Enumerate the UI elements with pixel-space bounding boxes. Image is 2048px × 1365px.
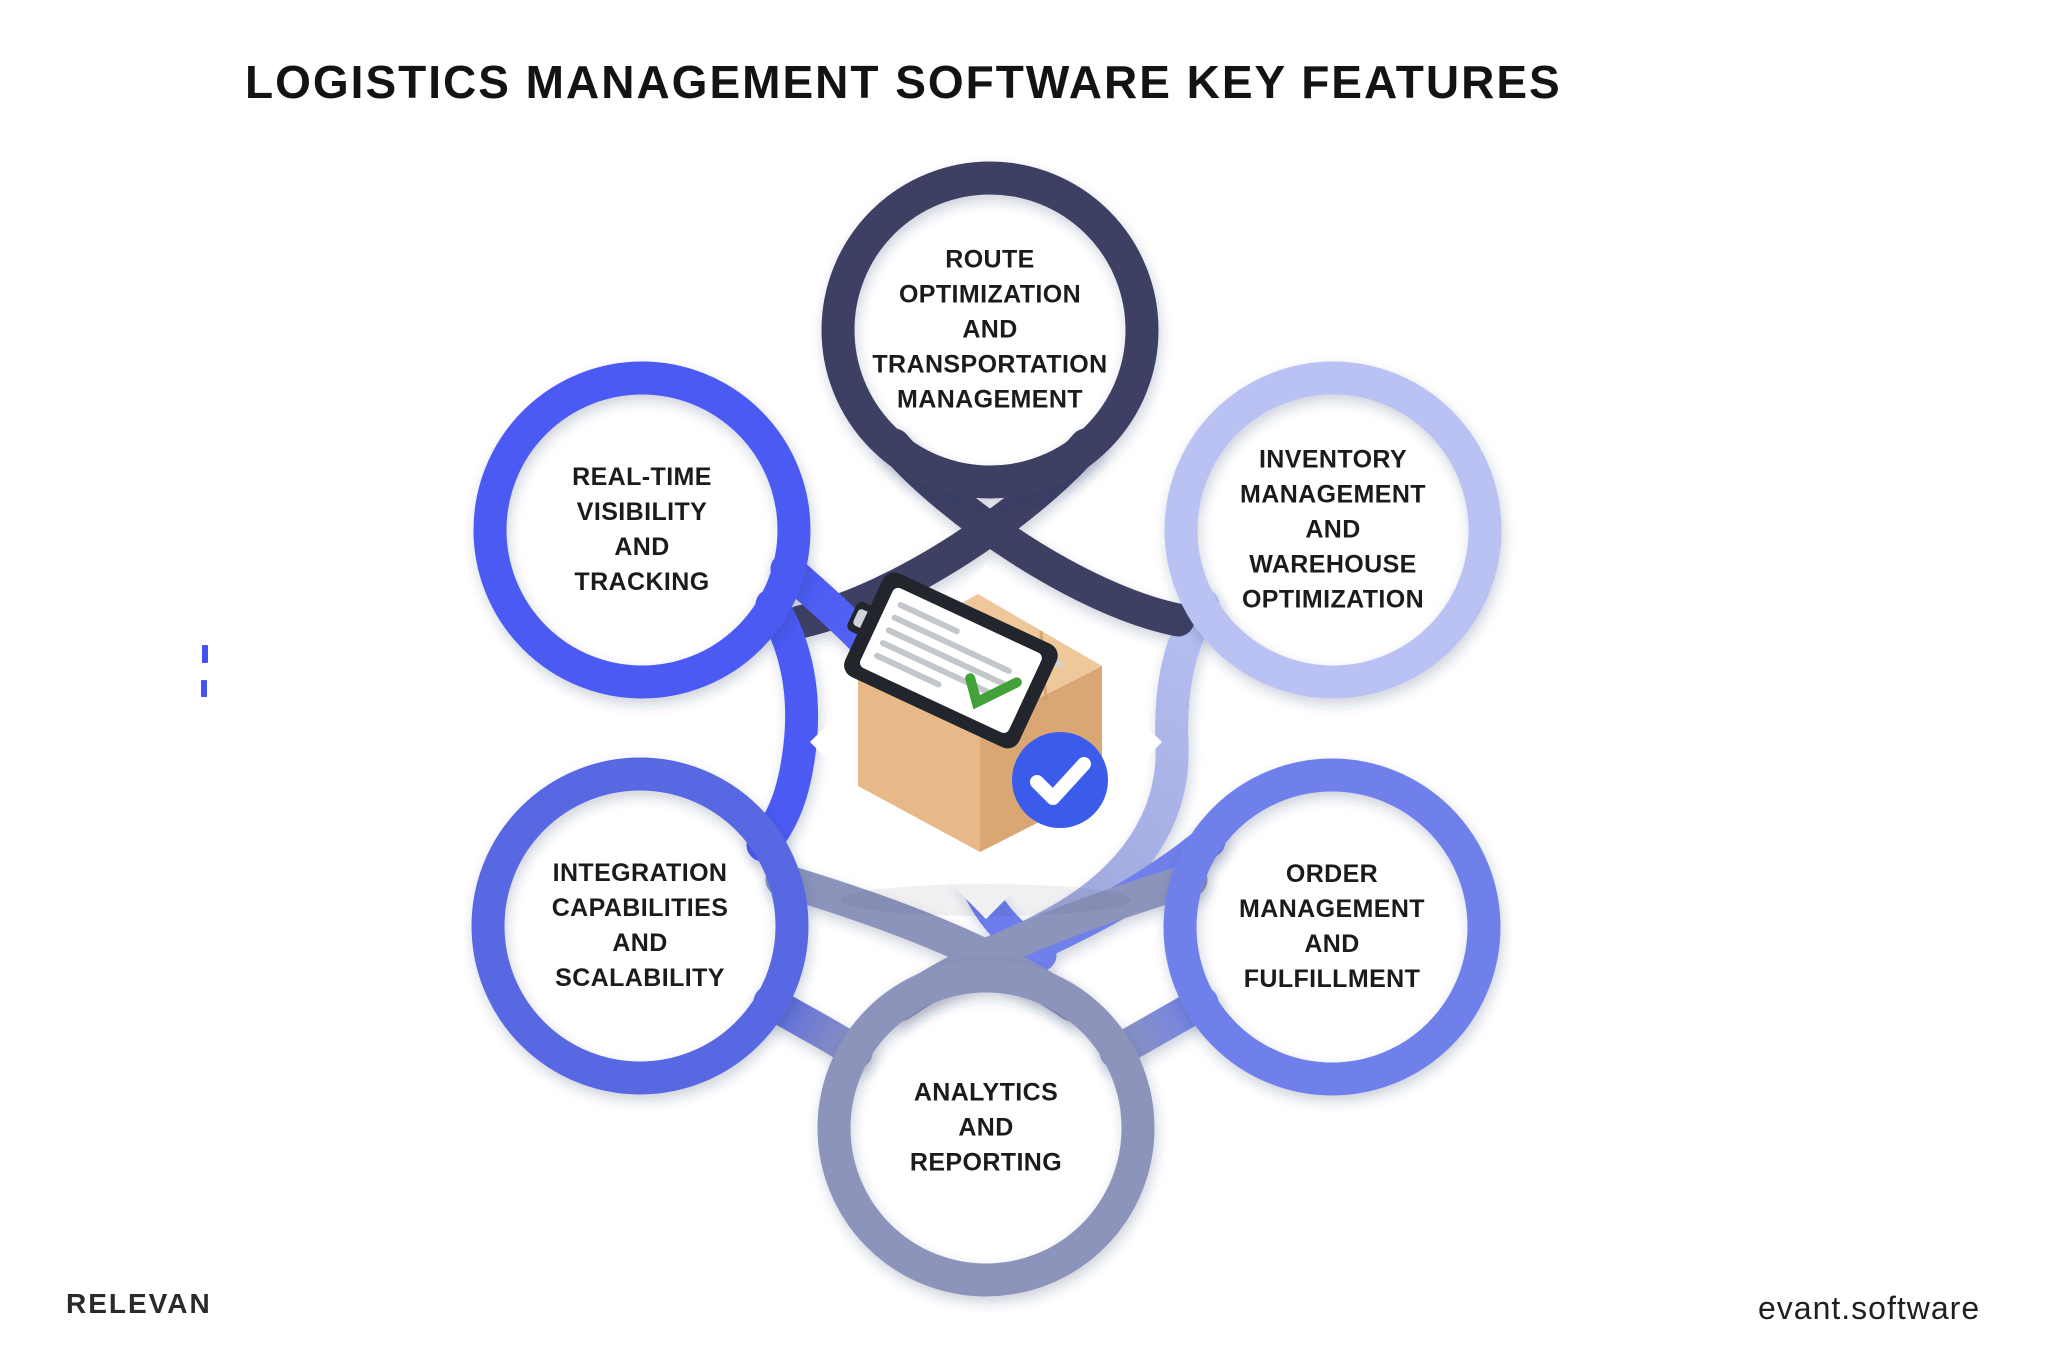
package-box-icon bbox=[841, 572, 1131, 916]
ring-integration bbox=[471, 757, 809, 1095]
green-checkmark-icon bbox=[965, 673, 1022, 710]
box-shadow bbox=[841, 884, 1131, 916]
feature-label-realtime: REAL-TIME VISIBILITY AND TRACKING bbox=[572, 463, 712, 596]
feature-label-order: ORDER MANAGEMENT AND FULFILLMENT bbox=[1239, 860, 1425, 993]
box-left-face bbox=[858, 662, 980, 852]
website-url-text: evant.software bbox=[1758, 1290, 1981, 1326]
check-badge-icon bbox=[1012, 732, 1108, 828]
check-badge-checkmark bbox=[1030, 757, 1091, 805]
realtime-integration-connector bbox=[746, 588, 819, 862]
brand-logo-text: RELEVAN bbox=[66, 1288, 212, 1319]
ring-route bbox=[821, 161, 1159, 499]
page-title: LOGISTICS MANAGEMENT SOFTWARE KEY FEATUR… bbox=[245, 56, 1562, 108]
feature-rings bbox=[471, 161, 1502, 1297]
checklist-lines bbox=[873, 601, 1012, 696]
feature-label-route: ROUTE OPTIMIZATION AND TRANSPORTATION MA… bbox=[872, 245, 1108, 414]
ring-inventory bbox=[1164, 361, 1502, 699]
ring-analytics bbox=[817, 959, 1155, 1297]
blue-dash-artifact bbox=[202, 645, 208, 663]
feature-label-inventory: INVENTORY MANAGEMENT AND WAREHOUSE OPTIM… bbox=[1240, 445, 1426, 614]
ring-order bbox=[1163, 758, 1501, 1096]
ring-realtime bbox=[473, 361, 811, 699]
feature-label-analytics: ANALYTICS AND REPORTING bbox=[909, 1078, 1063, 1177]
feature-label-integration: INTEGRATION CAPABILITIES AND SCALABILITY bbox=[551, 859, 729, 992]
blue-dash-artifact bbox=[201, 680, 207, 697]
clipboard-checklist-icon bbox=[844, 572, 1058, 749]
